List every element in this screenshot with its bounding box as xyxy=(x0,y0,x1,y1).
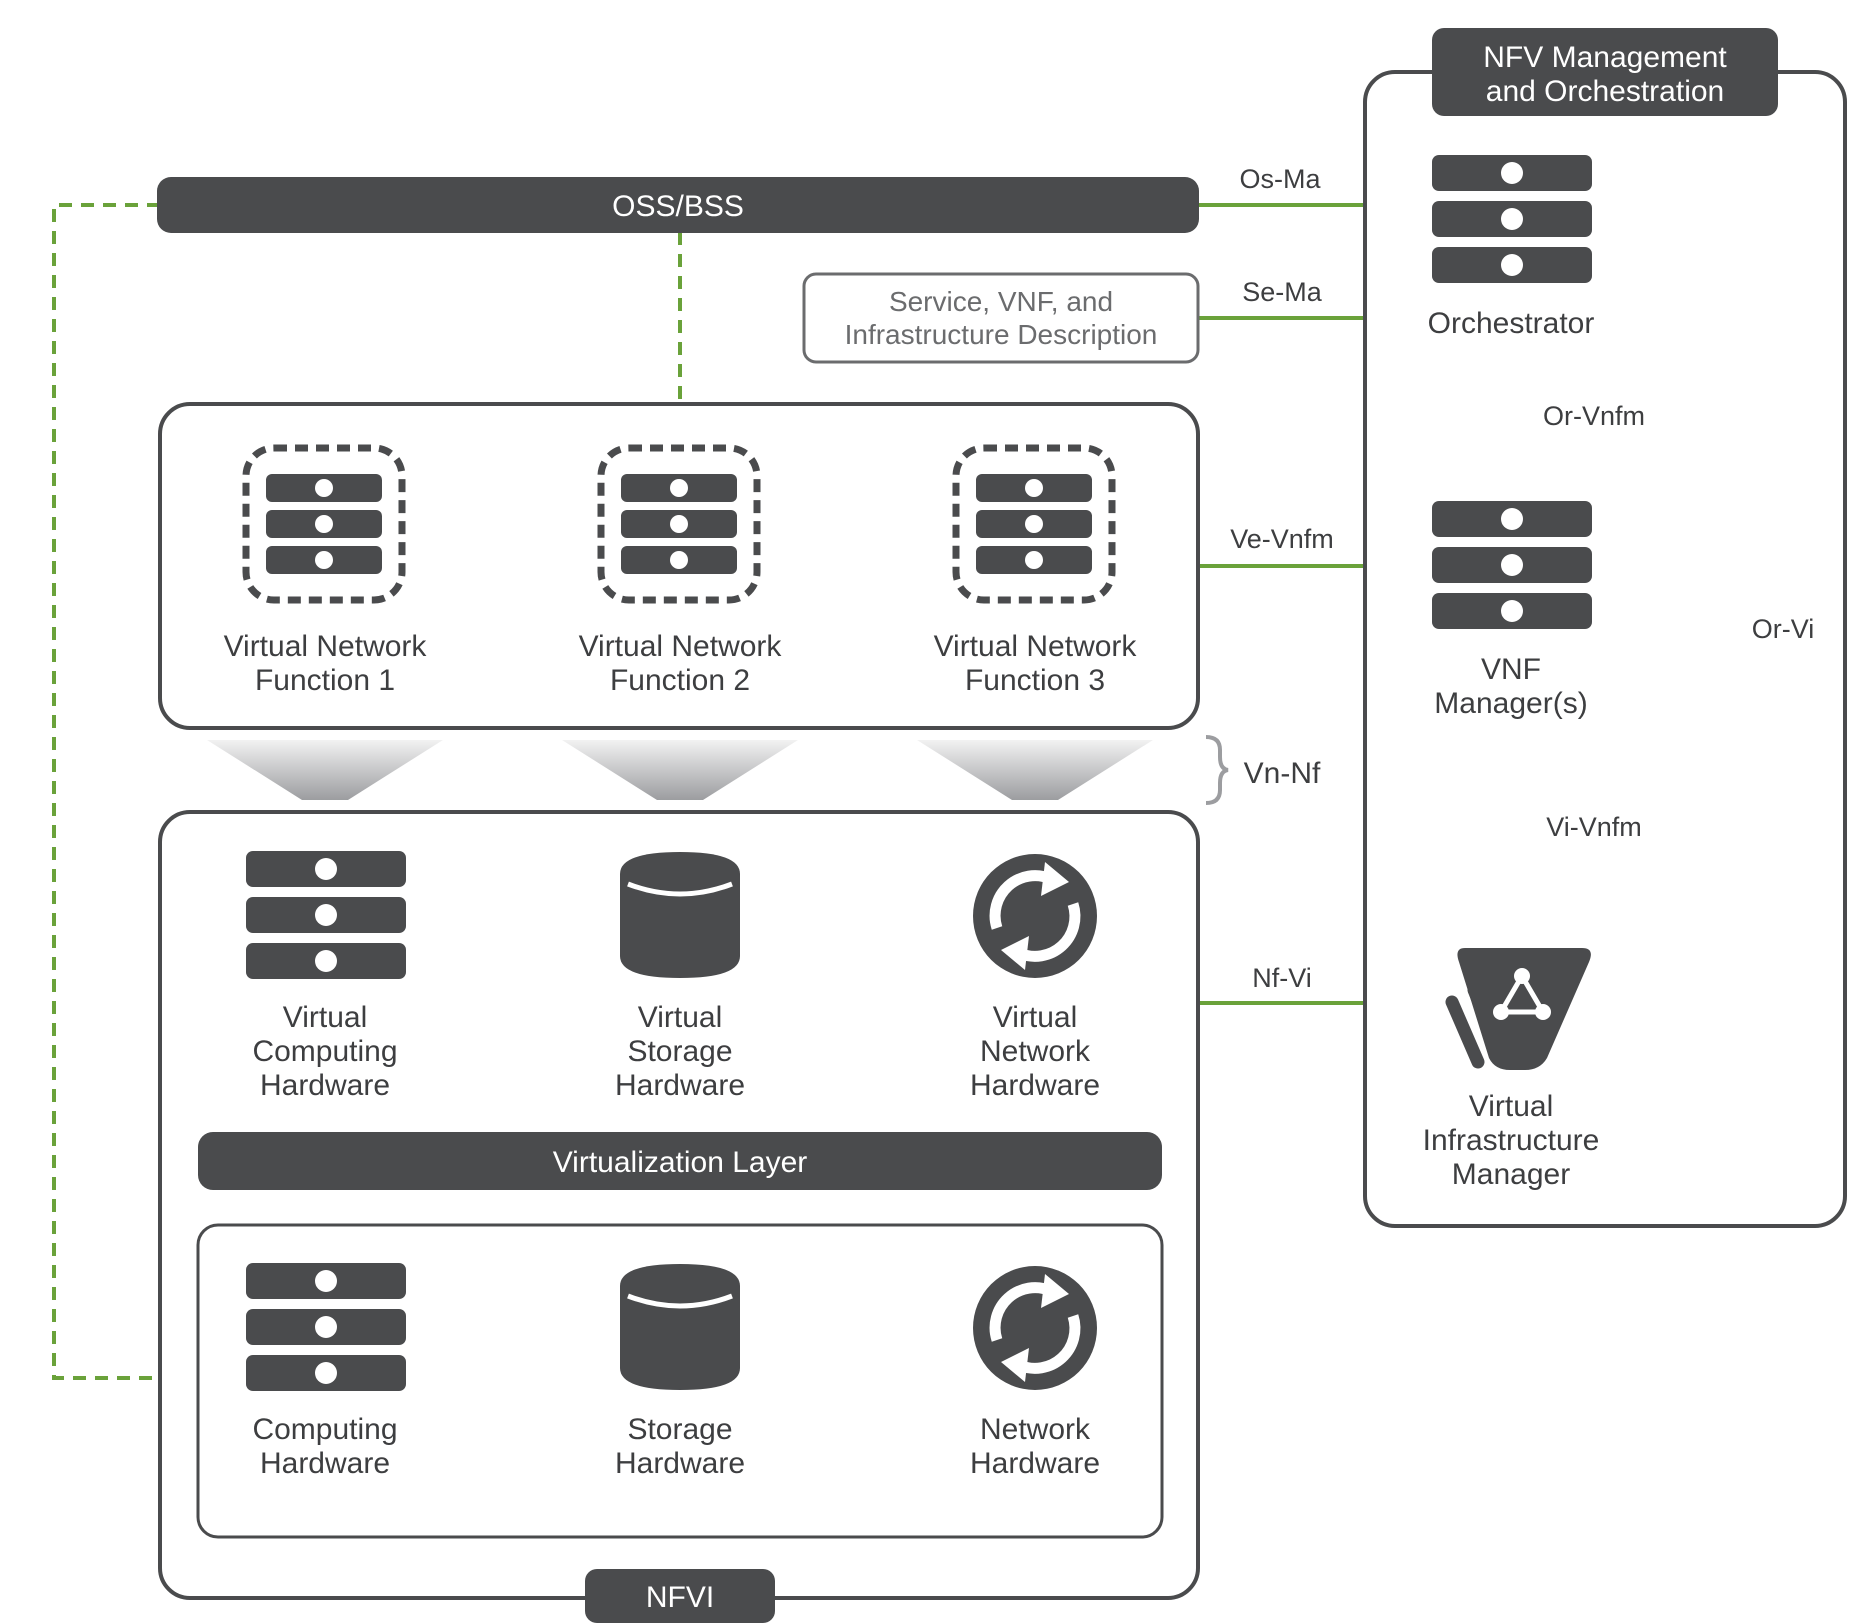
oss-bss-bar xyxy=(157,177,1199,233)
vnf-1-label-line2: Function 1 xyxy=(255,664,395,697)
vnf-2-label-line2: Function 2 xyxy=(610,664,750,697)
ve-vnfm-label: Ve-Vnfm xyxy=(1230,524,1334,554)
computing-hardware-line1: Computing xyxy=(252,1413,397,1446)
network-hardware-sync-icon xyxy=(973,1266,1097,1390)
computing-hardware-server-icon xyxy=(246,1263,406,1391)
oss-to-hardware-dashed-link xyxy=(52,203,200,1380)
vnf-box: Virtual Network Function 1 Virtual Netwo… xyxy=(158,402,1200,730)
description-line2: Infrastructure Description xyxy=(845,319,1158,350)
vnf-3-label-line2: Function 3 xyxy=(965,664,1105,697)
vim-icon xyxy=(1445,948,1591,1070)
network-hardware-line1: Network xyxy=(980,1413,1091,1446)
vn-nf-label: Vn-Nf xyxy=(1244,757,1321,790)
virtual-computing-line3: Hardware xyxy=(260,1069,390,1102)
virtual-storage-line1: Virtual xyxy=(638,1001,723,1034)
vim-label-line1: Virtual xyxy=(1469,1090,1554,1123)
vn-nf-bracket xyxy=(1205,735,1229,805)
virtualization-layer-bar xyxy=(198,1132,1162,1190)
vnf-manager-label-line1: VNF xyxy=(1481,653,1541,686)
funnel-3 xyxy=(917,740,1153,800)
virtual-computing-line1: Virtual xyxy=(283,1001,368,1034)
storage-hardware-line2: Hardware xyxy=(615,1447,745,1480)
vnf-3-label-line1: Virtual Network xyxy=(934,630,1138,663)
description-box xyxy=(802,272,1200,364)
computing-hardware-line2: Hardware xyxy=(260,1447,390,1480)
vnf-2-label-line1: Virtual Network xyxy=(579,630,783,663)
vnf-1-label-line1: Virtual Network xyxy=(224,630,428,663)
storage-hardware-icon xyxy=(620,1264,740,1390)
or-vnfm-label: Or-Vnfm xyxy=(1543,401,1645,431)
vi-vnfm-label: Vi-Vnfm xyxy=(1546,812,1642,842)
nfvi-label: NFVI xyxy=(646,1581,714,1614)
nfvi-box: Virtual Computing Hardware Virtual Stora… xyxy=(158,810,1200,1623)
orchestrator-server-icon xyxy=(1432,155,1592,283)
funnel-2 xyxy=(562,740,798,800)
mano-panel: NFV Management and Orchestration Orchest… xyxy=(1363,28,1847,1228)
virtual-computing-line2: Computing xyxy=(252,1035,397,1068)
network-hardware-line2: Hardware xyxy=(970,1447,1100,1480)
vnf-to-nfvi-funnels xyxy=(207,740,1153,800)
virtual-network-line3: Hardware xyxy=(970,1069,1100,1102)
nf-vi-label: Nf-Vi xyxy=(1252,963,1312,993)
oss-bss-label: OSS/BSS xyxy=(612,190,744,223)
vnf-manager-label-line2: Manager(s) xyxy=(1434,687,1587,720)
virtual-network-sync-icon xyxy=(973,854,1097,978)
vim-label-line3: Manager xyxy=(1452,1158,1570,1191)
virtualization-layer-label: Virtualization Layer xyxy=(553,1146,808,1179)
mano-frame xyxy=(1363,70,1847,1228)
os-ma-label: Os-Ma xyxy=(1240,164,1322,194)
virtual-storage-line2: Storage xyxy=(627,1035,732,1068)
virtual-computing-server-icon xyxy=(246,851,406,979)
virtual-storage-line3: Hardware xyxy=(615,1069,745,1102)
orchestrator-label: Orchestrator xyxy=(1428,307,1595,340)
mano-title-line2: and Orchestration xyxy=(1486,75,1724,108)
mano-title-line1: NFV Management xyxy=(1483,41,1727,74)
or-vi-label: Or-Vi xyxy=(1752,614,1815,644)
virtual-storage-icon xyxy=(620,852,740,978)
vim-label-line2: Infrastructure xyxy=(1423,1124,1600,1157)
virtual-network-line1: Virtual xyxy=(993,1001,1078,1034)
description-line1: Service, VNF, and xyxy=(889,286,1113,317)
storage-hardware-line1: Storage xyxy=(627,1413,732,1446)
mano-title-badge xyxy=(1432,28,1778,116)
funnel-1 xyxy=(207,740,443,800)
vnf-manager-server-icon xyxy=(1432,501,1592,629)
virtual-network-line2: Network xyxy=(980,1035,1091,1068)
se-ma-label: Se-Ma xyxy=(1242,277,1323,307)
nfvi-badge xyxy=(585,1569,775,1623)
